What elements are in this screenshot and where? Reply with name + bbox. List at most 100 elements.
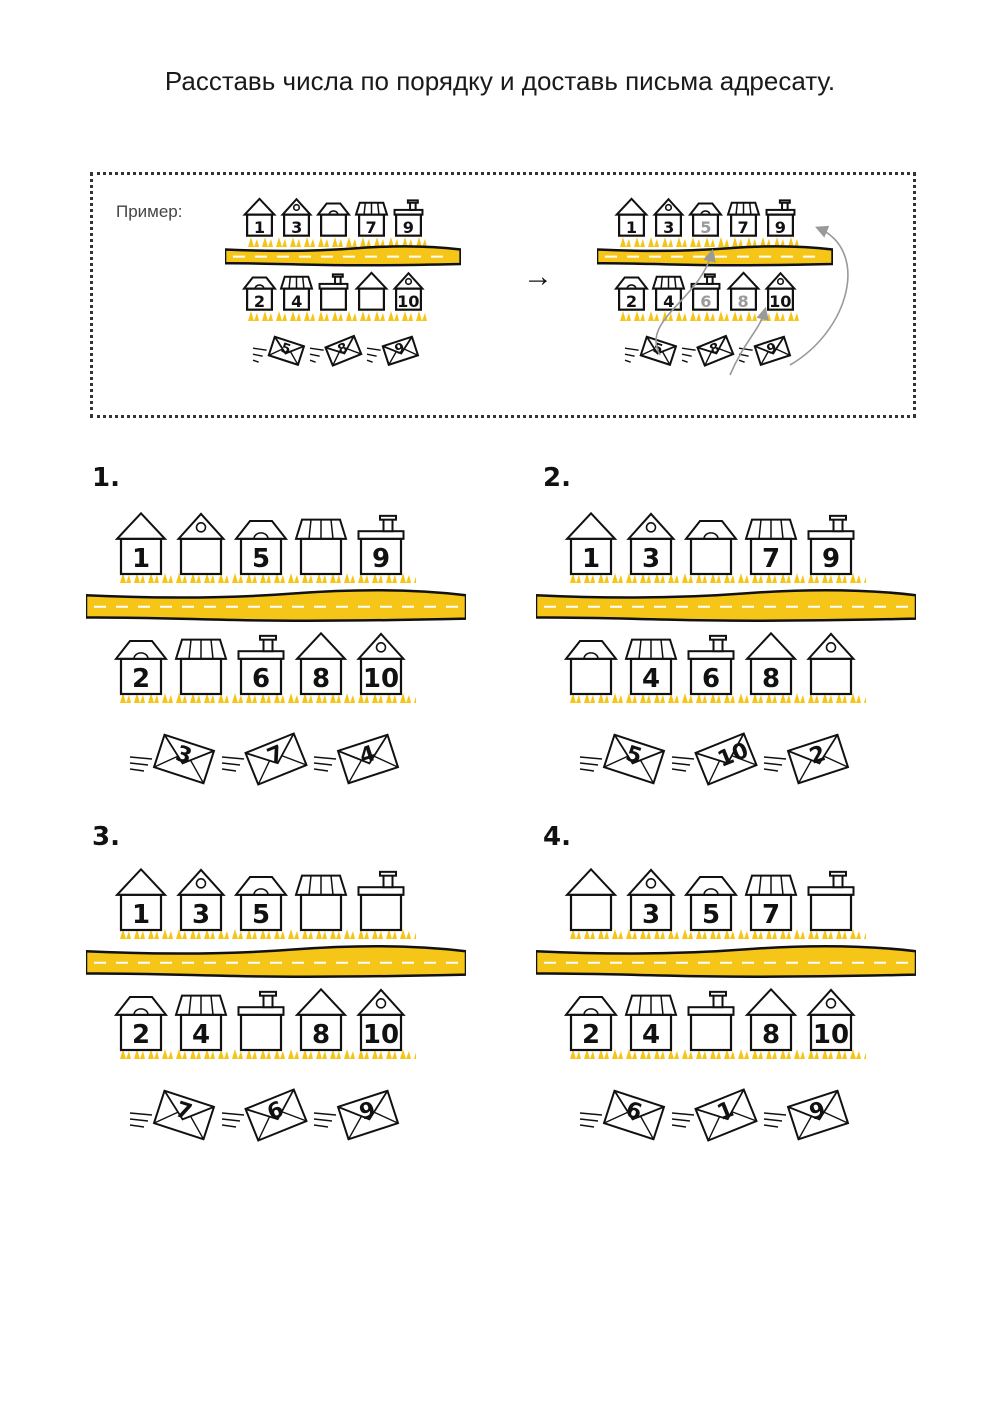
house: [356, 868, 406, 932]
house: 1: [114, 867, 168, 932]
envelope: 6: [579, 1089, 666, 1141]
house: 1: [114, 511, 168, 576]
house-number: 5: [701, 900, 721, 930]
grass-strip: [116, 926, 425, 944]
house: 10: [356, 632, 406, 696]
house-number: 2: [131, 1020, 151, 1050]
grass-strip: [116, 690, 425, 708]
house-number: 4: [291, 292, 303, 312]
example-arrow-icon: →: [523, 260, 553, 293]
house-number: 10: [769, 292, 792, 312]
speed-lines-icon: [671, 756, 695, 772]
house-number: 10: [812, 1020, 850, 1050]
house-number: 1: [581, 544, 601, 574]
grass-strip: [244, 234, 430, 252]
house: 4: [279, 272, 314, 312]
house-number: 2: [625, 292, 638, 312]
envelope: 5: [252, 335, 306, 367]
house-number: 1: [625, 217, 638, 237]
speed-lines-icon: [252, 347, 267, 363]
speed-lines-icon: [579, 756, 603, 772]
house-number: 3: [641, 544, 661, 574]
envelope: 6: [221, 1088, 308, 1142]
house-number: 3: [191, 900, 211, 930]
house: 5: [233, 868, 289, 932]
house: 9: [806, 512, 856, 576]
house: 6: [686, 632, 736, 696]
house-number: 1: [131, 900, 151, 930]
house: 5: [688, 198, 724, 238]
house: 1: [242, 197, 277, 238]
house: [318, 272, 349, 312]
house: [176, 512, 226, 576]
house-number: 9: [821, 544, 841, 574]
house: 7: [354, 198, 388, 238]
speed-lines-icon: [681, 347, 696, 363]
house: 9: [356, 512, 406, 576]
house-number: 10: [362, 664, 400, 694]
house-number: 4: [191, 1020, 211, 1050]
house: 4: [624, 632, 678, 696]
house: 6: [690, 272, 721, 312]
house-number: 7: [761, 900, 781, 930]
house-number: 10: [362, 1020, 400, 1050]
house: [806, 632, 856, 696]
house-number: 9: [371, 544, 391, 574]
envelope: 9: [763, 1089, 850, 1141]
house: [353, 271, 389, 312]
house-number: 7: [761, 544, 781, 574]
envelope: 1: [671, 1088, 758, 1142]
envelope: 7: [221, 732, 308, 786]
speed-lines-icon: [313, 756, 337, 772]
house: [236, 988, 286, 1052]
speed-lines-icon: [309, 347, 324, 363]
house: 1: [614, 197, 649, 238]
house: 5: [233, 512, 289, 576]
house-number: 5: [251, 900, 271, 930]
house: [294, 512, 348, 576]
house-number: 2: [581, 1020, 601, 1050]
grass-strip: [244, 308, 430, 326]
envelope: 8: [681, 335, 735, 368]
speed-lines-icon: [579, 1112, 603, 1128]
house: [683, 512, 739, 576]
house-number: 4: [641, 664, 661, 694]
speed-lines-icon: [129, 1112, 153, 1128]
example-label: Пример:: [116, 202, 183, 221]
grass-strip: [616, 308, 802, 326]
house: 3: [626, 868, 676, 932]
house-number: 1: [253, 217, 266, 237]
speed-lines-icon: [671, 1112, 695, 1128]
speed-lines-icon: [313, 1112, 337, 1128]
envelope: 3: [129, 733, 216, 785]
house: 3: [176, 868, 226, 932]
exercise-number: 2.: [543, 463, 571, 493]
house-number: 2: [253, 292, 266, 312]
road: [224, 245, 463, 267]
exercise-number: 1.: [92, 463, 120, 493]
envelope: 9: [313, 1089, 400, 1141]
house: 3: [280, 197, 313, 238]
house-number: 8: [737, 292, 749, 312]
envelope: 9: [366, 335, 420, 367]
example-box: [90, 172, 916, 418]
house-number: 3: [291, 217, 303, 237]
house: 10: [392, 272, 425, 312]
house: [563, 632, 619, 696]
house-number: 7: [365, 217, 377, 237]
house: 2: [241, 272, 278, 312]
grass-strip: [566, 1046, 875, 1064]
house-number: 6: [700, 292, 712, 312]
grass-strip: [566, 570, 875, 588]
envelope: 8: [309, 335, 363, 368]
exercise-number: 4.: [543, 822, 571, 852]
house-number: 5: [700, 217, 712, 237]
house: [316, 198, 352, 238]
house-number: 10: [397, 292, 420, 312]
house-number: 8: [311, 1020, 331, 1050]
house: [174, 632, 228, 696]
envelope: 10: [671, 732, 758, 786]
house-number: 9: [774, 217, 786, 237]
house: [806, 868, 856, 932]
house-number: 3: [641, 900, 661, 930]
